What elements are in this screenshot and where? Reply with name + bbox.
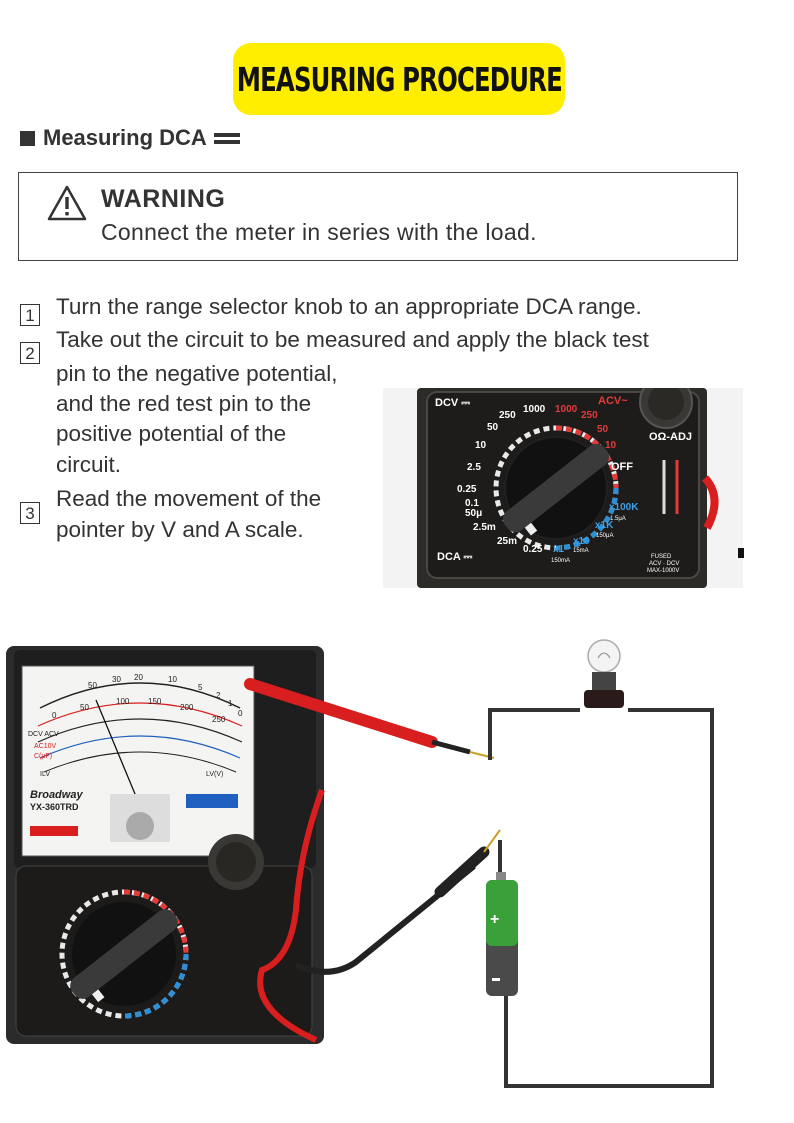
ohm-x1: x1 bbox=[553, 544, 565, 555]
multimeter: 50 30 20 10 5 2 1 0 0 50 100 150 200 250… bbox=[6, 646, 324, 1044]
ohm-sub-4: 150mA bbox=[551, 558, 570, 564]
light-bulb-icon bbox=[584, 639, 624, 708]
scale-2: 2 bbox=[216, 691, 221, 700]
step-2-line-3: and the red test pin to the bbox=[56, 391, 312, 416]
ohm-x100k: x100K bbox=[609, 502, 639, 513]
step-2-line-1: Take out the circuit to be measured and … bbox=[56, 327, 649, 352]
red-test-lead bbox=[244, 678, 495, 1043]
ilv-label: ILV bbox=[40, 771, 50, 778]
scale-5: 5 bbox=[198, 683, 203, 692]
black-test-lead bbox=[294, 829, 501, 975]
battery-icon: + bbox=[486, 872, 518, 996]
acv-10: 10 bbox=[605, 440, 617, 451]
ac10v-label: AC10V bbox=[34, 743, 57, 750]
step-2-number: 2 bbox=[20, 342, 40, 364]
range-selector-photo: DCV ⎓ ACV~ OΩ-ADJ OFF DCA ⎓ 1000 250 50 … bbox=[383, 388, 743, 588]
dca-0-25: 0.25 bbox=[523, 544, 543, 555]
step-2-line-4: positive potential of the bbox=[56, 421, 287, 446]
volt-250: 250 bbox=[212, 715, 226, 724]
dca-25m: 25m bbox=[497, 536, 517, 547]
step-3-line-2: pointer by V and A scale. bbox=[56, 517, 304, 542]
ohm-sub-2: 150μA bbox=[596, 533, 613, 539]
volt-150: 150 bbox=[148, 697, 162, 706]
step-2-line-5: circuit. bbox=[56, 452, 122, 477]
volt-0: 0 bbox=[52, 711, 57, 720]
lv-label: LV(V) bbox=[206, 771, 223, 778]
dca-label: DCA ⎓ bbox=[437, 551, 472, 563]
warning-title: WARNING bbox=[101, 185, 226, 213]
warning-text: Connect the meter in series with the loa… bbox=[101, 219, 537, 245]
ohm-sub-1: 1.5μA bbox=[610, 516, 626, 522]
scale-50: 50 bbox=[88, 681, 97, 690]
circuit-illustration: 50 30 20 10 5 2 1 0 0 50 100 150 200 250… bbox=[6, 639, 714, 1088]
fused-label: FUSED bbox=[651, 554, 672, 560]
dcv-250: 250 bbox=[499, 410, 516, 421]
scale-1: 1 bbox=[228, 699, 233, 708]
dcv-0-1: 0.1 bbox=[465, 498, 479, 509]
dcv-10: 10 bbox=[475, 440, 487, 451]
ohm-x10: x10 bbox=[573, 536, 590, 547]
dcv-2-5: 2.5 bbox=[467, 462, 481, 473]
model-label: YX-360TRD bbox=[30, 802, 79, 812]
scale-10: 10 bbox=[168, 675, 177, 684]
acv-label: ACV~ bbox=[598, 395, 628, 407]
step-1-number: 1 bbox=[20, 304, 40, 326]
dcv-50u: 50μ bbox=[465, 508, 482, 519]
title-banner: MEASURING PROCEDURE bbox=[233, 43, 565, 115]
volt-200: 200 bbox=[180, 703, 194, 712]
max-voltage-label: MAX-1000V bbox=[647, 568, 679, 574]
acv-50: 50 bbox=[597, 424, 609, 435]
scale-20: 20 bbox=[134, 673, 143, 682]
brand-label: Broadway bbox=[30, 789, 83, 801]
dcv-label: DCV ⎓ bbox=[435, 397, 470, 409]
scale-30: 30 bbox=[112, 675, 121, 684]
step-3-number: 3 bbox=[20, 502, 40, 524]
acv-250: 250 bbox=[581, 410, 598, 421]
cuf-label: C(μF) bbox=[34, 753, 52, 760]
step-3-line-1: Read the movement of the bbox=[56, 486, 322, 511]
warning-box: WARNING Connect the meter in series with… bbox=[18, 172, 738, 261]
volt-100: 100 bbox=[116, 697, 130, 706]
warning-triangle-icon bbox=[47, 185, 87, 221]
dcv-1000: 1000 bbox=[523, 404, 546, 415]
off-label: OFF bbox=[611, 461, 633, 473]
page-title: MEASURING PROCEDURE bbox=[236, 59, 562, 99]
acv-1000: 1000 bbox=[555, 404, 578, 415]
section-title: Measuring DCA bbox=[43, 125, 207, 150]
ohm-sub-3: 15mA bbox=[573, 548, 589, 554]
dca-2-5m: 2.5m bbox=[473, 522, 496, 533]
dcv-0-25: 0.25 bbox=[457, 484, 477, 495]
page-mark bbox=[738, 548, 744, 558]
scale-0: 0 bbox=[238, 709, 243, 718]
volt-50: 50 bbox=[80, 703, 89, 712]
dcv-50: 50 bbox=[487, 422, 499, 433]
circuit-wire bbox=[488, 708, 714, 1088]
ohm-adj-label: OΩ-ADJ bbox=[649, 431, 692, 443]
section-header: Measuring DCA bbox=[20, 125, 240, 151]
dcv-acv-label: DCV ACV bbox=[28, 731, 59, 738]
step-1-text: Turn the range selector knob to an appro… bbox=[56, 294, 642, 319]
step-2-line-2: pin to the negative potential, bbox=[56, 361, 338, 386]
dc-symbol-icon bbox=[213, 130, 240, 147]
bullet-square-icon bbox=[20, 130, 35, 146]
svg-text:+: + bbox=[490, 911, 499, 928]
ohm-x1k: x1K bbox=[595, 520, 614, 531]
fused-sub-label: ACV · DCV bbox=[649, 561, 679, 567]
